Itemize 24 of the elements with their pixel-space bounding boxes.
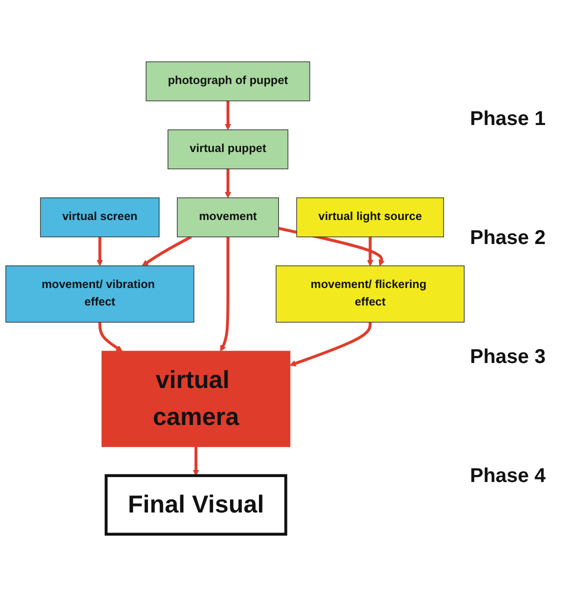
arrow (366, 236, 374, 266)
node-box (168, 129, 288, 170)
phase-label: Phase 1 (470, 108, 547, 131)
arrow (224, 100, 232, 130)
arrow (142, 236, 192, 266)
arrow (96, 236, 104, 266)
arrow (224, 168, 232, 198)
arrow (290, 322, 372, 366)
arrow (98, 322, 122, 352)
phase-label: Phase 4 (470, 465, 547, 488)
node-box (276, 265, 465, 323)
node-box (296, 197, 444, 238)
node-box (102, 350, 290, 448)
node-box (104, 474, 288, 536)
node-box (40, 197, 160, 238)
phase-label: Phase 2 (470, 227, 547, 250)
phase-label: Phase 3 (470, 346, 547, 369)
node-box (176, 197, 279, 238)
arrow (192, 446, 200, 476)
node-box (5, 265, 194, 323)
arrow (278, 226, 385, 266)
node-box (146, 61, 310, 102)
flowchart: photograph of puppet virtual screen virtual puppet virtual light source movement/ vibration effect movement movement/ flickering effect virtual camera Final Visual (0, 56, 470, 540)
arrow (220, 236, 230, 352)
